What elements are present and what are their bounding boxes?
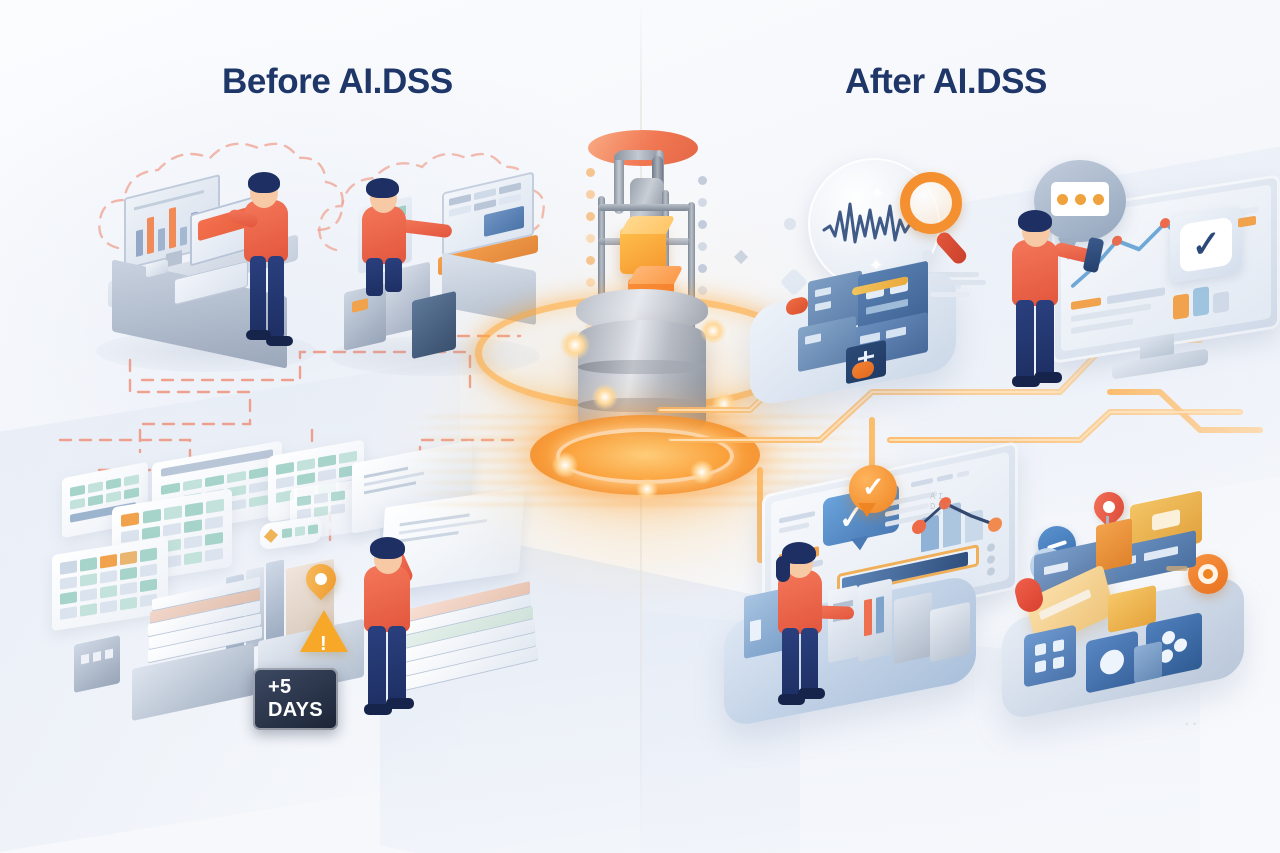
monitor-chip-4 [1071, 318, 1133, 335]
spark-5 [552, 452, 578, 478]
warehouse-trend-line [912, 497, 1002, 534]
route-link [1166, 566, 1188, 571]
page-title-before: Before AI.DSS [222, 62, 453, 101]
engine-band-1 [578, 360, 706, 374]
spark-3 [592, 384, 618, 410]
page-title-after: After AI.DSS [845, 62, 1047, 101]
monitor-bar-2 [1193, 286, 1209, 317]
spark-2 [700, 318, 726, 344]
inventory-box-3 [858, 578, 892, 662]
approval-bubble-tail [858, 503, 876, 517]
spark-4 [712, 392, 736, 416]
inventory-box-5 [930, 601, 970, 663]
deco-square-1 [779, 267, 809, 297]
logistics-block-orange [1096, 518, 1132, 572]
chat-bubble-dots [1051, 182, 1109, 216]
deco-line-4 [930, 292, 970, 297]
approval-card: ✓ [1170, 205, 1242, 284]
deco-dot-2 [922, 250, 933, 261]
warning-triangle-icon [300, 610, 348, 652]
status-badge-delay: +5 DAYS [253, 668, 338, 730]
magnifier-icon [900, 172, 962, 234]
hair-bun [776, 556, 790, 582]
deco-diamond [733, 249, 749, 265]
magnifier-handle [933, 229, 970, 267]
spark-7 [636, 478, 658, 500]
spark-6 [690, 460, 714, 484]
approval-check-glyph: ✓ [862, 472, 885, 502]
ghost-label-2: •• [1184, 720, 1200, 730]
deco-dot-1 [784, 218, 796, 230]
archive-box-1 [74, 635, 120, 693]
map-pin-red-center [1100, 498, 1118, 516]
sparkle-icon-1: ✦ [870, 184, 885, 203]
deco-line-3 [930, 280, 986, 285]
engine-rail-3 [688, 202, 695, 342]
engine-pipe-bend [614, 150, 662, 160]
engine-crossbar-top [598, 204, 690, 211]
ghost-label-1: AI DSS [930, 492, 954, 512]
engine-rail-1 [598, 196, 605, 346]
service-cube-1 [1024, 624, 1076, 688]
engine-top-disc [588, 130, 698, 166]
engine-pipe-left [614, 152, 624, 214]
check-icon: ✓ [1192, 223, 1221, 266]
inventory-box-4 [894, 591, 932, 665]
warehouse-monitor: ✓ [762, 440, 1018, 644]
monitor-chip-1 [1071, 297, 1101, 311]
monitor-bar-3 [1213, 291, 1229, 314]
waveform-chart [822, 202, 934, 244]
service-cube-4 [1134, 641, 1162, 683]
inventory-box-2 [828, 584, 858, 664]
warning-exclamation: ! [320, 633, 327, 655]
service-cube-2 [1086, 630, 1138, 694]
warehouse-screen: ✓ [771, 451, 1009, 631]
monitor-bar-1 [1173, 293, 1189, 320]
map-pin-center [312, 570, 330, 588]
dotted-rail-right [698, 176, 707, 317]
spark-1 [560, 330, 590, 360]
